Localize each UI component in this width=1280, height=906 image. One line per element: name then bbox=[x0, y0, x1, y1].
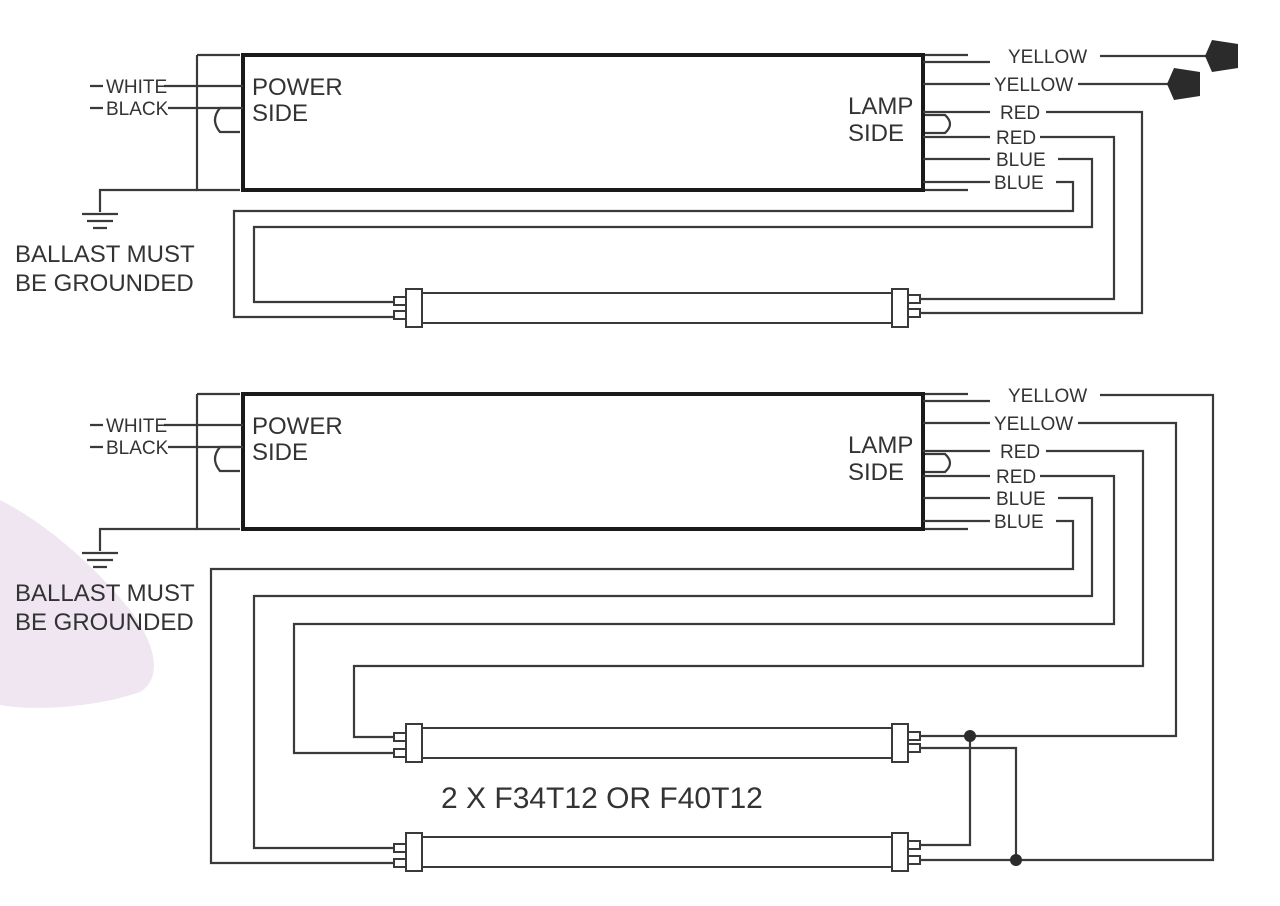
power-side-label: POWER bbox=[252, 413, 343, 440]
output-wire-label-yellow-2: YELLOW bbox=[994, 414, 1073, 435]
output-wire-label-red-2: RED bbox=[996, 128, 1036, 149]
ground-note: BE GROUNDED bbox=[15, 609, 194, 636]
input-wire-label-black: BLACK bbox=[106, 99, 169, 120]
junction-dot bbox=[1010, 854, 1022, 866]
lamp-side-label: LAMP bbox=[848, 432, 913, 459]
power-side-label: POWER bbox=[252, 74, 343, 101]
fluorescent-lamp bbox=[393, 288, 921, 328]
output-wire-label-yellow-1: YELLOW bbox=[1008, 47, 1087, 68]
output-wire-label-yellow-1: YELLOW bbox=[1008, 386, 1087, 407]
lamp-side-label: SIDE bbox=[848, 120, 904, 147]
output-wire-label-blue-1: BLUE bbox=[996, 489, 1046, 510]
input-wire-label-white: WHITE bbox=[106, 416, 167, 437]
output-wire-label-yellow-2: YELLOW bbox=[994, 75, 1073, 96]
ground-note: BALLAST MUST bbox=[15, 241, 195, 268]
ground-note: BALLAST MUST bbox=[15, 580, 195, 607]
wire-cap-icon bbox=[1167, 68, 1200, 100]
lamp-side-label: SIDE bbox=[848, 459, 904, 486]
ballast-diagram-top: WHITE BLACK POWER SIDE LAMP SIDE BALLAST… bbox=[15, 40, 1238, 328]
output-wire-label-blue-2: BLUE bbox=[994, 173, 1044, 194]
junction-dot bbox=[964, 730, 976, 742]
lamp-side-label: LAMP bbox=[848, 93, 913, 120]
output-wire-label-red-1: RED bbox=[1000, 442, 1040, 463]
output-wire-label-blue-1: BLUE bbox=[996, 150, 1046, 171]
input-wire-label-white: WHITE bbox=[106, 77, 167, 98]
ballast-body bbox=[241, 53, 925, 192]
ground-note: BE GROUNDED bbox=[15, 270, 194, 297]
output-wire-label-blue-2: BLUE bbox=[994, 512, 1044, 533]
ballast-diagram-bottom: WHITE BLACK POWER SIDE LAMP SIDE BALLAST… bbox=[15, 386, 1215, 872]
output-wire-label-red-2: RED bbox=[996, 467, 1036, 488]
output-wire-label-red-1: RED bbox=[1000, 103, 1040, 124]
power-side-label: SIDE bbox=[252, 439, 308, 466]
decorative-blob bbox=[0, 500, 154, 708]
wire-cap-icon bbox=[1205, 40, 1238, 72]
fluorescent-lamp bbox=[393, 832, 921, 872]
lamp-caption: 2 X F34T12 OR F40T12 bbox=[441, 782, 763, 815]
input-wire-label-black: BLACK bbox=[106, 438, 169, 459]
fluorescent-lamp bbox=[393, 723, 921, 763]
ballast-body bbox=[241, 392, 925, 531]
power-side-label: SIDE bbox=[252, 100, 308, 127]
